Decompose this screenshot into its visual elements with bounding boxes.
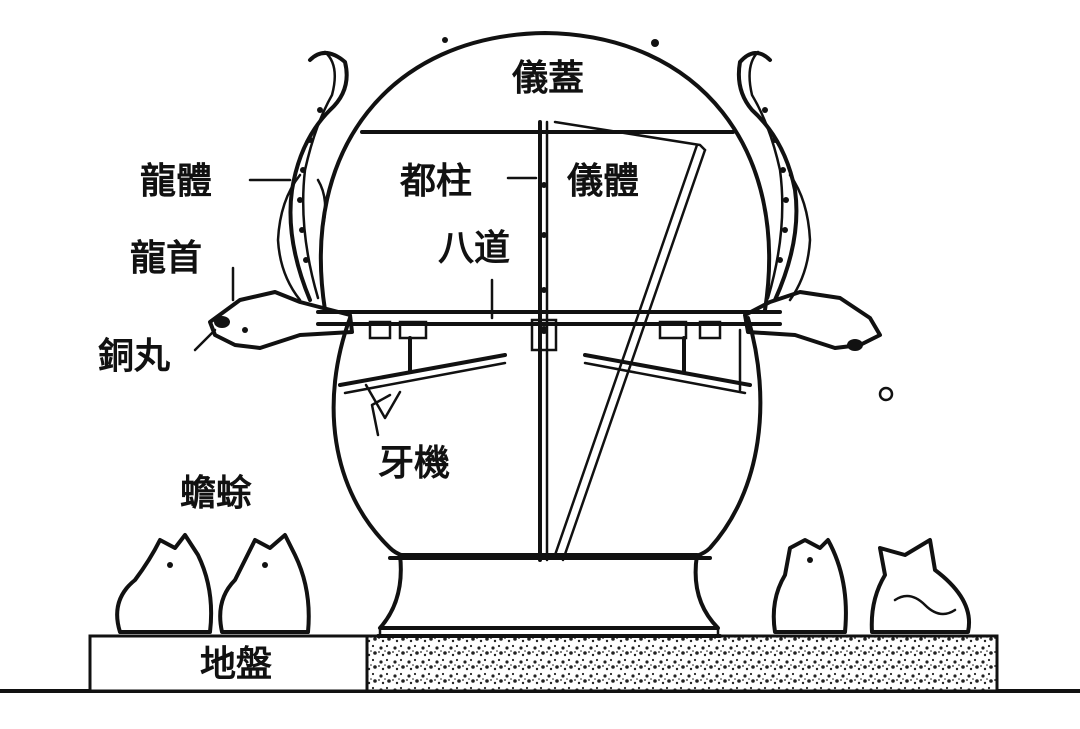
leader-tong-wan (193, 328, 217, 352)
leader-ya-ji (370, 393, 392, 437)
base-speckled-slab (365, 634, 999, 693)
bronze-ball-right (847, 339, 863, 351)
label-du-zhu: 都柱 (399, 161, 472, 202)
label-ya-ji: 牙機 (378, 443, 450, 484)
tilted-column (553, 120, 707, 562)
toad-2 (218, 533, 311, 634)
central-column (530, 120, 558, 562)
label-yi-ti: 儀體 (566, 161, 639, 202)
label-long-shou: 龍首 (130, 238, 202, 279)
base-platform (88, 634, 999, 693)
crank-mechanism-left (338, 320, 507, 420)
label-yi-gai: 儀蓋 (511, 58, 584, 99)
vessel-pedestal (376, 553, 722, 638)
vessel-body (331, 316, 763, 560)
dragon-right (736, 50, 882, 351)
label-long-ti: 龍體 (140, 161, 212, 202)
dragon-left (208, 50, 354, 350)
label-ba-dao: 八道 (438, 228, 510, 269)
bronze-ball-left (214, 316, 230, 328)
label-di-pan: 地盤 (200, 644, 272, 685)
toad-4 (869, 538, 971, 634)
toad-3 (771, 538, 848, 634)
falling-ball (878, 386, 894, 402)
label-chan-chu: 蟾蜍 (180, 473, 252, 514)
label-tong-wan: 銅丸 (98, 335, 170, 377)
crank-mechanism-right (583, 320, 752, 395)
toad-1 (115, 533, 214, 634)
